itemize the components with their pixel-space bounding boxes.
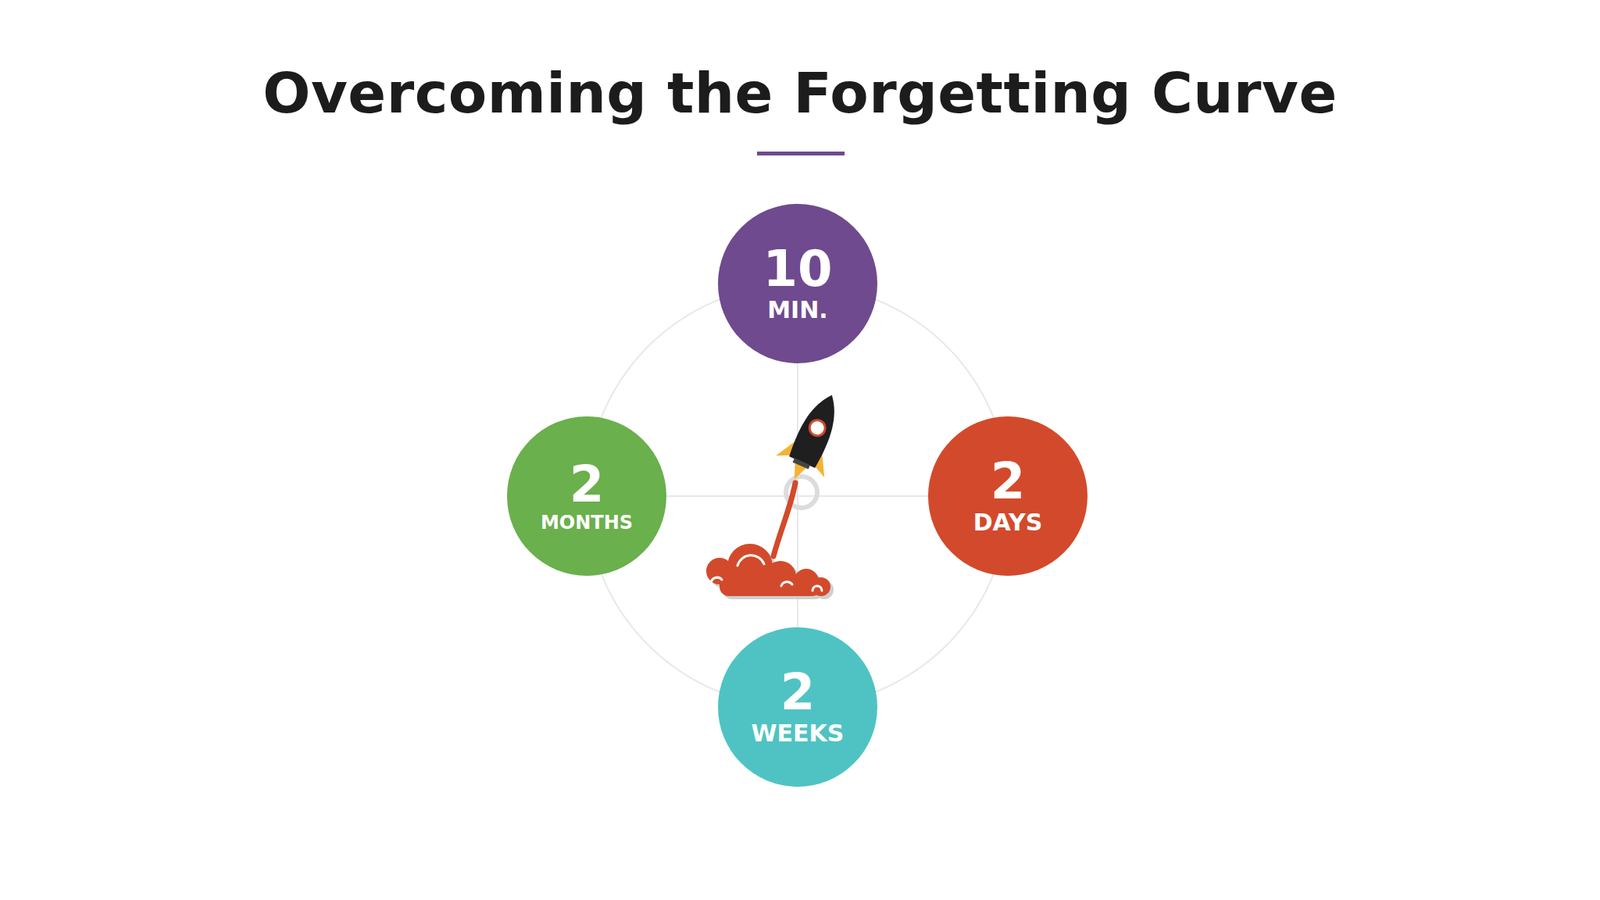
interval-unit: WEEKS [751, 720, 845, 748]
circle-fill [507, 416, 667, 576]
interval-circle: 2WEEKS [717, 627, 878, 787]
interval-unit: MONTHS [540, 512, 633, 535]
interval-circle: 10MIN. [717, 203, 878, 364]
ring-arc [601, 299, 720, 418]
ring-arc [875, 300, 994, 418]
cross-line [666, 495, 929, 497]
ring-arc [875, 574, 993, 692]
circle-fill [717, 627, 878, 787]
page-title: Overcoming the Forgetting Curve [0, 60, 1600, 126]
interval-number: 2 [780, 666, 816, 719]
interval-number: 10 [762, 242, 833, 296]
interval-circle: 2DAYS [928, 416, 1088, 576]
circle-fill [928, 416, 1088, 576]
interval-circle: 2MONTHS [507, 416, 667, 576]
ring-arc [601, 574, 720, 692]
rocket [770, 384, 857, 490]
interval-number: 2 [990, 455, 1026, 508]
interval-unit: MIN. [767, 296, 829, 325]
exhaust-trail [773, 482, 796, 557]
interval-number: 2 [569, 458, 605, 511]
circle-fill [717, 203, 878, 364]
smoke-cloud [706, 543, 834, 600]
title-underline [757, 151, 845, 156]
interval-unit: DAYS [973, 509, 1043, 537]
